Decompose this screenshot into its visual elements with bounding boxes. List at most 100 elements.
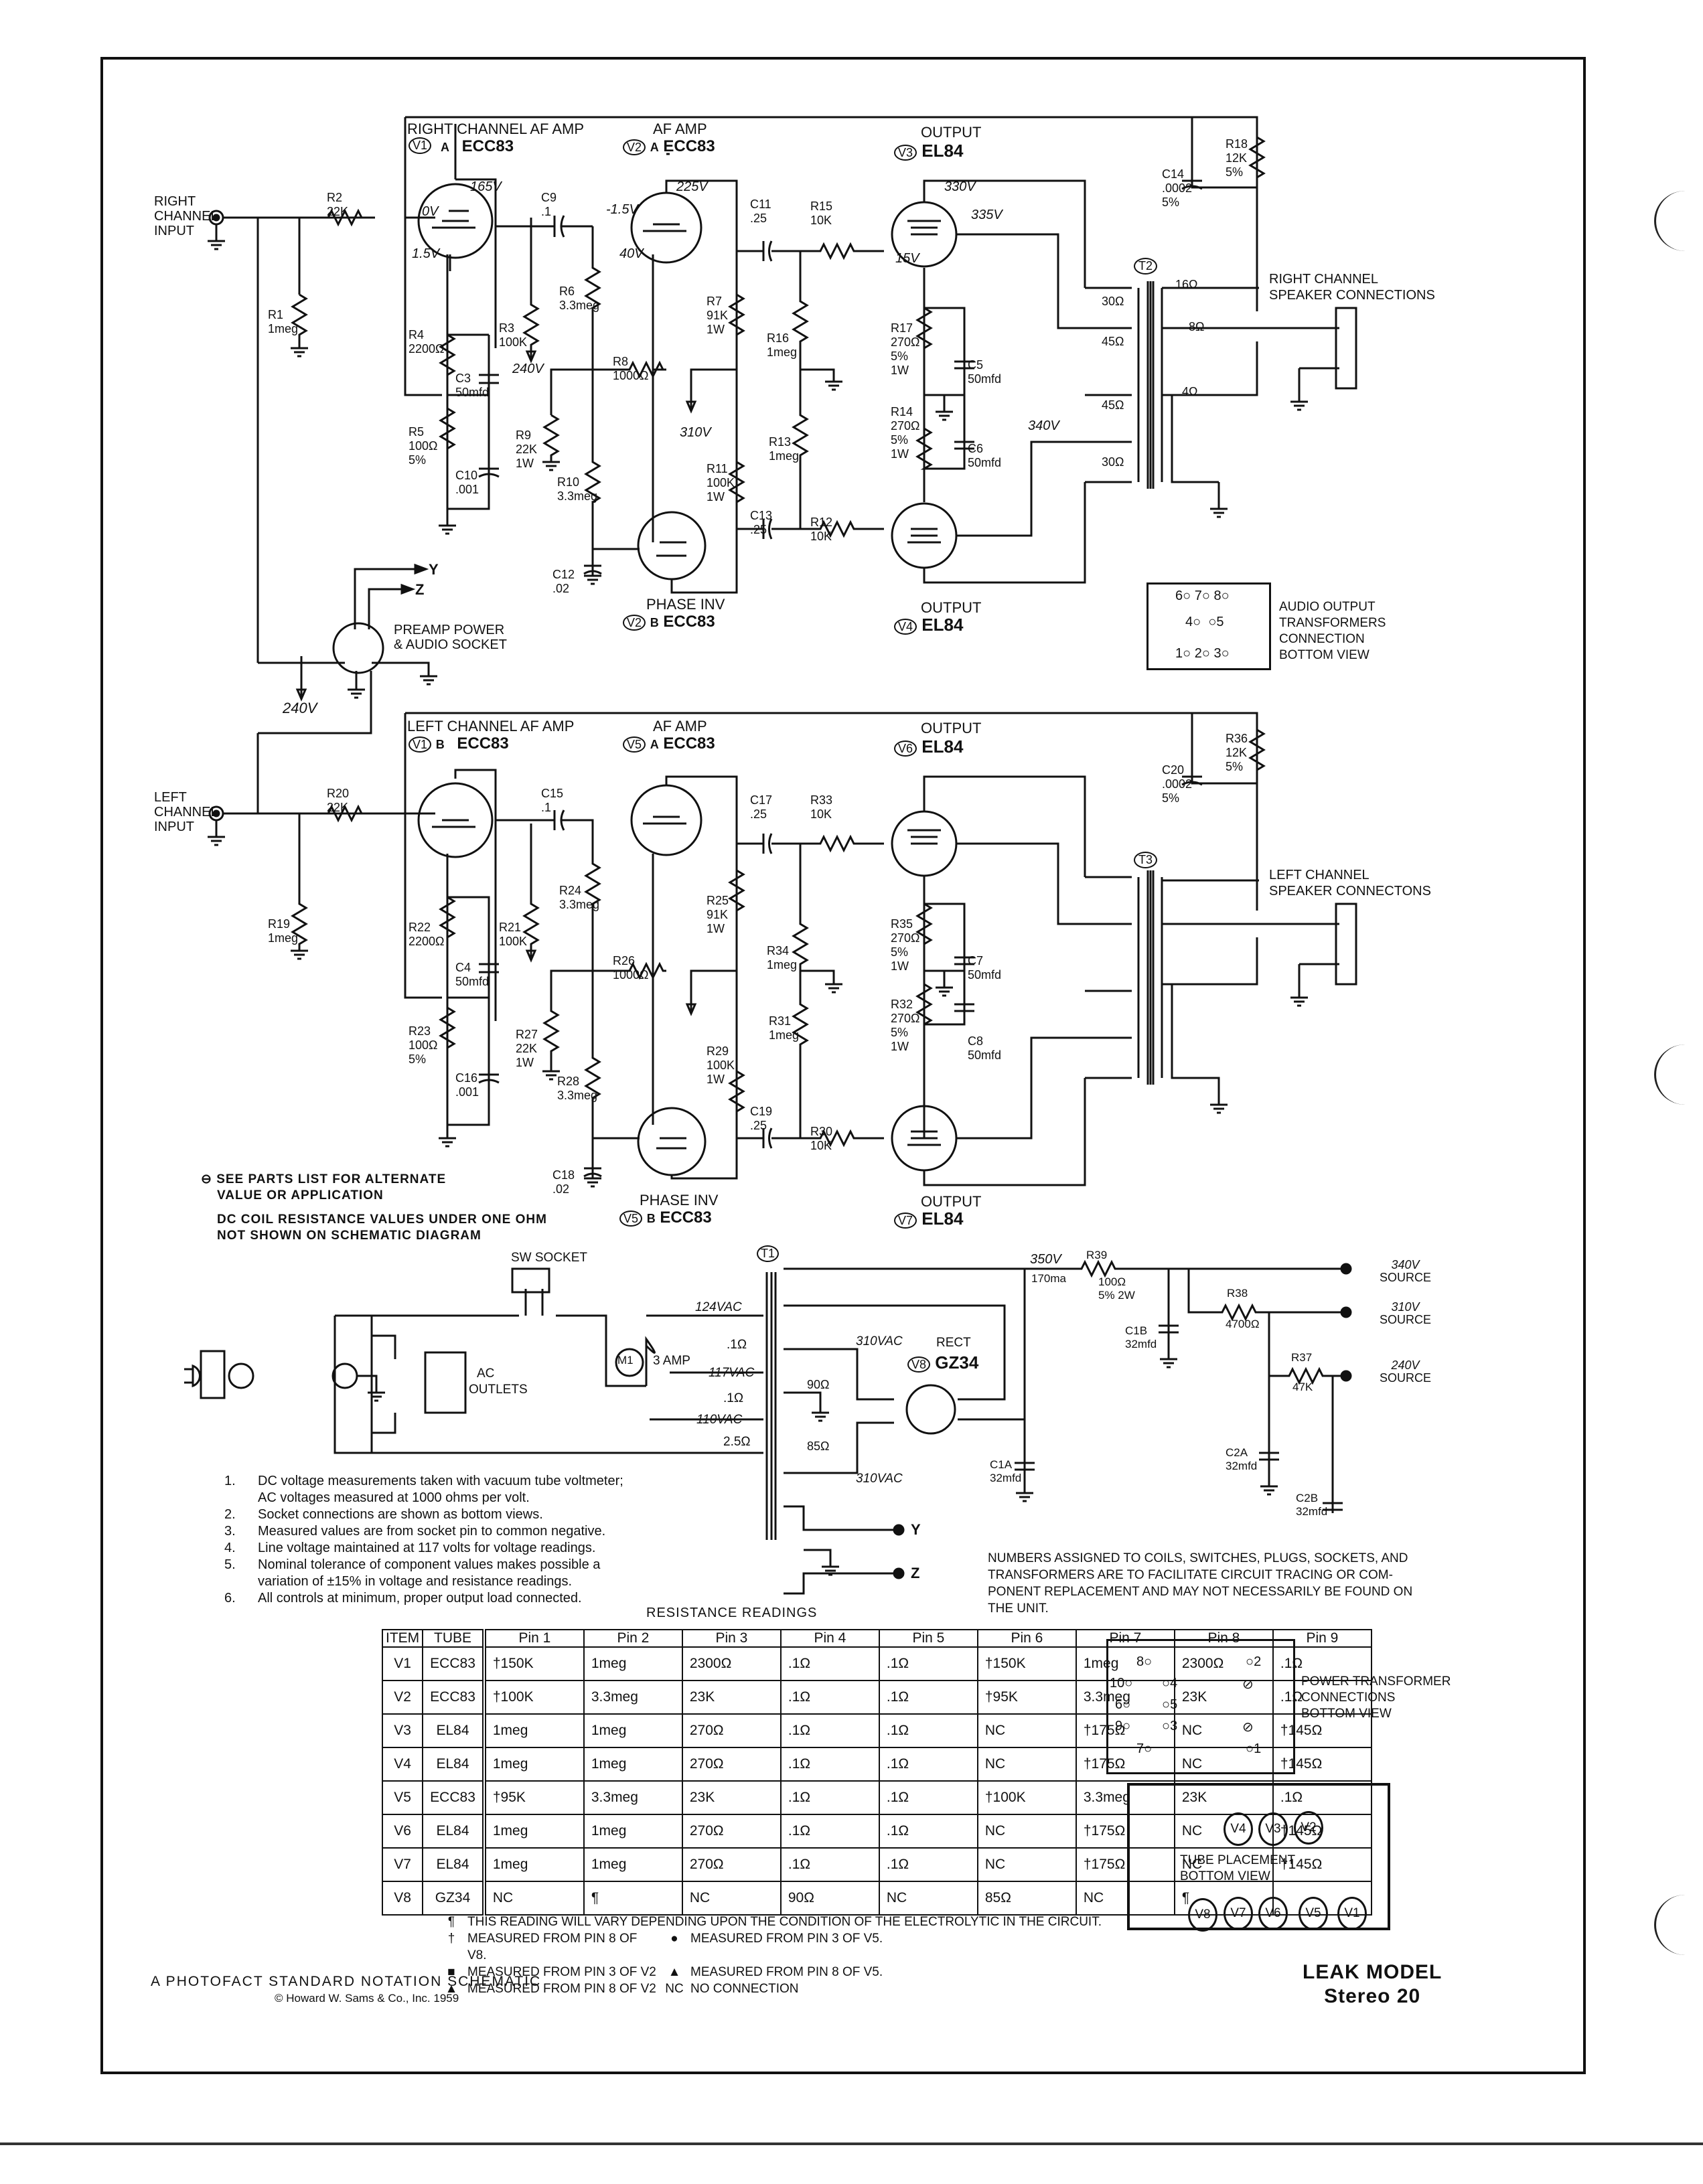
value: 270Ω 5% 1W <box>891 1012 920 1053</box>
value: 47K <box>1292 1381 1313 1393</box>
right-channel-section <box>208 116 1357 663</box>
sw-socket-box <box>511 1267 550 1294</box>
v2b-function-label: PHASE INV <box>646 596 725 613</box>
component-label: C19 .25 <box>750 1105 772 1133</box>
component-label: C16 .001 <box>455 1071 479 1099</box>
value: 1meg <box>769 1028 800 1042</box>
column-header: Pin 8 <box>1173 1629 1274 1648</box>
value: 32mfd <box>990 1472 1022 1484</box>
component-label: C15 .1 <box>541 787 563 815</box>
column-header: Pin 9 <box>1272 1629 1372 1648</box>
terminal-y <box>893 1524 905 1536</box>
ref-badge: V2 <box>623 139 646 155</box>
resistor-r2 <box>327 208 375 227</box>
legend-symbol: NC <box>665 1982 684 1996</box>
value: 50mfd <box>968 456 1002 469</box>
component-label: R18 12K 5% <box>1226 137 1248 179</box>
input-network-left <box>208 733 435 960</box>
tube-type: ECC83 <box>663 137 715 155</box>
left-section-label: LEFT CHANNEL AF AMP <box>407 718 575 734</box>
ref: R21 <box>499 921 522 934</box>
ref: C5 <box>968 358 984 372</box>
note-item: 4.Line voltage maintained at 117 volts f… <box>224 1540 623 1557</box>
component-label: R26 1000Ω <box>613 954 649 982</box>
component-label: C7 50mfd <box>968 954 1001 982</box>
ground-icon <box>439 509 456 535</box>
reading-cell: †145Ω <box>1272 1847 1372 1882</box>
resistor-r21 <box>522 824 540 963</box>
t2-secondary-wires <box>1162 287 1259 483</box>
tube-type: EL84 <box>921 736 964 757</box>
reading-cell: .1Ω <box>878 1814 978 1849</box>
component-label: R9 22K 1W <box>516 428 537 471</box>
unit-letter: B <box>650 616 659 629</box>
tube-placement-label: TUBE PLACEMENT BOTTOM VIEW <box>1180 1853 1295 1885</box>
feedback-bus-wire <box>405 116 1258 137</box>
component-label: C2B 32mfd <box>1296 1492 1327 1518</box>
tap-label: 45Ω <box>1102 335 1124 348</box>
item-cell: V5 <box>381 1780 424 1815</box>
reading-cell: NC <box>976 1747 1077 1782</box>
note-item: 2.Socket connections are shown as bottom… <box>224 1506 623 1523</box>
ref: C11 <box>750 198 771 211</box>
label-line: OUTLETS <box>469 1383 528 1397</box>
note-number: 1. <box>224 1474 236 1488</box>
unit-letter: B <box>435 738 445 751</box>
tap-label: 124VAC <box>695 1300 742 1314</box>
tap-label: 30Ω <box>1102 455 1124 469</box>
tube-type: ECC83 <box>663 613 715 631</box>
voltage-label: 240V <box>512 362 544 376</box>
tube-electrodes <box>643 223 686 232</box>
note-item: AC voltages measured at 1000 ohms per vo… <box>224 1490 623 1506</box>
punch-hole-mark <box>1654 191 1703 251</box>
v2b-tube-label: V2 B ECC83 <box>623 613 715 631</box>
ref: C20 <box>1162 763 1185 777</box>
resistor-r9 <box>542 414 560 471</box>
label-line: BOTTOM VIEW <box>1180 1869 1270 1883</box>
ref: C13 <box>750 509 773 522</box>
model-title: LEAK MODEL Stereo 20 <box>1303 1960 1442 2009</box>
legend-text: MEASURED FROM PIN 8 OF V5. <box>690 1965 883 1979</box>
component-label: R34 1meg <box>767 944 797 972</box>
pin-number: 2 <box>1254 1654 1262 1669</box>
tube-position-v2: V2 <box>1294 1811 1323 1845</box>
pin-label: ○5 <box>1162 1697 1178 1712</box>
label-line: SPEAKER CONNECTIONS <box>1269 288 1435 303</box>
note-line: VALUE OR APPLICATION <box>217 1188 384 1202</box>
reading-cell: †150K <box>483 1646 585 1681</box>
ref: R4 <box>409 328 425 341</box>
label-line: CONNECTION <box>1279 632 1365 646</box>
pin-row: 1○ 2○ 3○ <box>1175 646 1230 661</box>
tube-cell: GZ34 <box>422 1881 486 1916</box>
column-header: TUBE <box>422 1629 486 1648</box>
component-label: R24 3.3meg <box>559 884 599 912</box>
value: 2200Ω <box>409 935 445 948</box>
ref: C4 <box>455 961 471 974</box>
component-label: C1A 32mfd <box>990 1458 1021 1485</box>
reading-cell: .1Ω <box>878 1680 978 1715</box>
ref: R9 <box>516 428 532 442</box>
value: 270Ω 5% 1W <box>891 335 920 377</box>
pin-label: 7○ <box>1136 1741 1153 1756</box>
terminal-240v <box>1340 1370 1352 1382</box>
tube-type: ECC83 <box>457 734 509 753</box>
reading-cell: 3.3meg <box>583 1780 683 1815</box>
reading-cell: NC <box>976 1847 1077 1882</box>
rect-label: RECT <box>936 1336 971 1350</box>
source-label: SOURCE <box>1380 1313 1432 1326</box>
ref: R5 <box>409 425 425 439</box>
reading-cell: †175Ω <box>1075 1713 1175 1748</box>
tube-type: EL84 <box>921 1208 964 1229</box>
ref: R32 <box>891 998 913 1011</box>
reading-cell: NC <box>1173 1747 1274 1782</box>
ref: R38 <box>1227 1287 1248 1300</box>
component-label: R37 <box>1291 1351 1312 1364</box>
voltage-label: 1.5V <box>412 246 440 261</box>
note-text: All controls at minimum, proper output l… <box>258 1591 582 1606</box>
reading-cell: 85Ω <box>976 1881 1077 1916</box>
reading-cell: NC <box>1173 1847 1274 1882</box>
value: 32mfd <box>1125 1338 1157 1350</box>
value: 12K 5% <box>1226 151 1248 179</box>
terminal-340v <box>1340 1263 1352 1275</box>
